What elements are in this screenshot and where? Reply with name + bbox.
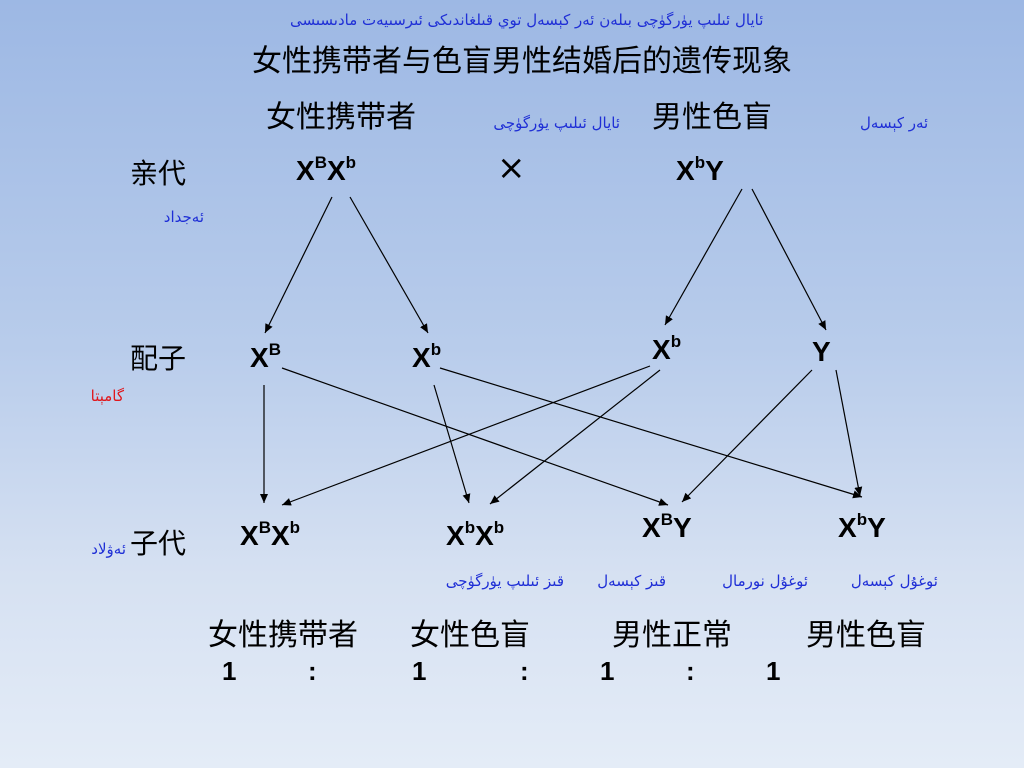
row-label-offspring: 子代 [130, 527, 187, 560]
arrow-fXb-to-o2 [489, 369, 661, 505]
arrow-father-to-Xb [664, 188, 743, 326]
ratio-value: 1 [222, 656, 237, 686]
arrow-mother-to-Xb [349, 196, 429, 334]
ratio-separator: : [520, 656, 529, 686]
phenotype-female-carrier: 女性携带者 [208, 618, 358, 653]
row-label-offspring-ug: ئەۋلاد [91, 540, 126, 558]
gamete-mother-XB: XB [250, 340, 281, 373]
uyghur-title: ئايال ئىلىپ يۈرگۈچى بىلەن ئەر كېسەل توي … [290, 11, 764, 29]
offspring-ug-label-4: ئوغۇل كېسەل [850, 572, 938, 590]
row-label-parents: 亲代 [130, 157, 187, 190]
gamete-father-Y: Y [812, 336, 831, 367]
offspring-XBY: XBY [642, 510, 692, 543]
offspring-ug-label-2: قىز كېسەل [597, 572, 666, 590]
ratio-value: 1 [600, 656, 615, 686]
offspring-XBXb: XBXb [240, 518, 301, 551]
phenotype-male-colorblind: 男性色盲 [806, 618, 926, 653]
row-label-gametes: 配子 [130, 342, 187, 375]
colorblind-male-label-ug: ئەر كېسەل [860, 114, 929, 132]
page-title: 女性携带者与色盲男性结婚后的遗传现象 [252, 44, 792, 79]
colorblind-male-label: 男性色盲 [652, 100, 772, 135]
arrow-father-to-Y [751, 188, 827, 331]
row-label-gametes-ug: گامېتا [90, 387, 124, 405]
arrow-Xb-to-o4 [439, 367, 863, 499]
gamete-father-Xb: Xb [652, 332, 682, 365]
gamete-mother-Xb: Xb [412, 340, 442, 373]
ratio-value: 1 [412, 656, 427, 686]
arrow-fXb-to-o1 [281, 365, 651, 506]
arrow-Y-to-o3 [681, 369, 813, 503]
offspring-ug-label-3: ئوغۇل نورمال [722, 572, 808, 590]
ratio-separator: : [308, 656, 317, 686]
offspring-ug-label-1: قىز ئىلىپ يۈرگۈچى [445, 572, 564, 590]
father-genotype: XbY [676, 153, 724, 186]
phenotype-male-normal: 男性正常 [612, 618, 732, 653]
arrow-XB-to-o3 [281, 367, 669, 506]
arrow-Xb-to-o2 [433, 384, 471, 504]
female-carrier-label-ug: ئايال ئىلىپ يۈرگۈچى [493, 114, 620, 132]
ratio-value: 1 [766, 656, 781, 686]
row-label-parents-ug: ئەجداد [163, 208, 204, 226]
female-carrier-label: 女性携带者 [266, 100, 416, 135]
offspring-XbXb: XbXb [446, 518, 505, 551]
phenotype-female-colorblind: 女性色盲 [410, 618, 530, 653]
arrow-mother-to-XB [264, 196, 333, 334]
ratio-separator: : [686, 656, 695, 686]
offspring-XbY: XbY [838, 510, 886, 543]
arrow-Y-to-o4 [835, 369, 863, 497]
cross-symbol: × [497, 148, 526, 188]
mother-genotype: XBXb [296, 153, 357, 186]
